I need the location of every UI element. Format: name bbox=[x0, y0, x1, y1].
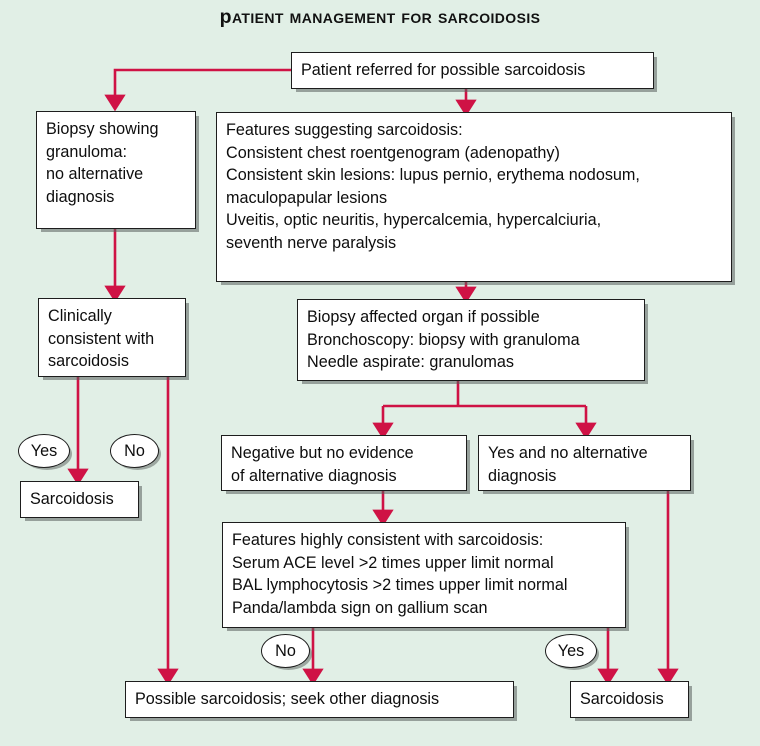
node-biopsy-affected-organ[interactable]: Biopsy affected organ if possible Bronch… bbox=[297, 299, 645, 381]
node-features-highly-consistent[interactable]: Features highly consistent with sarcoido… bbox=[222, 522, 626, 628]
node-possible-sarcoidosis[interactable]: Possible sarcoidosis; seek other diagnos… bbox=[125, 681, 514, 718]
node-clinically-consistent[interactable]: Clinically consistent with sarcoidosis bbox=[38, 298, 186, 377]
edge-label-yes-clinically: Yes bbox=[18, 434, 70, 468]
node-sarcoidosis-right[interactable]: Sarcoidosis bbox=[570, 681, 689, 718]
edge-label-no-highly: No bbox=[261, 634, 310, 668]
node-negative-no-evidence[interactable]: Negative but no evidence of alternative … bbox=[221, 435, 467, 491]
node-yes-and-no-alternative[interactable]: Yes and no alternative diagnosis bbox=[478, 435, 691, 491]
node-sarcoidosis-left[interactable]: Sarcoidosis bbox=[20, 481, 139, 518]
page-title: Patient Management for Sarcoidosis bbox=[219, 6, 541, 28]
edge-label-no-clinically: No bbox=[110, 434, 159, 468]
edge-referral-to-biopsy bbox=[104, 68, 293, 112]
node-features-suggesting[interactable]: Features suggesting sarcoidosis: Consist… bbox=[216, 112, 732, 282]
node-biopsy-showing-granuloma[interactable]: Biopsy showing granuloma: no alternative… bbox=[36, 111, 196, 229]
node-patient-referred[interactable]: Patient referred for possible sarcoidosi… bbox=[291, 52, 654, 89]
edge-label-yes-highly: Yes bbox=[545, 634, 597, 668]
